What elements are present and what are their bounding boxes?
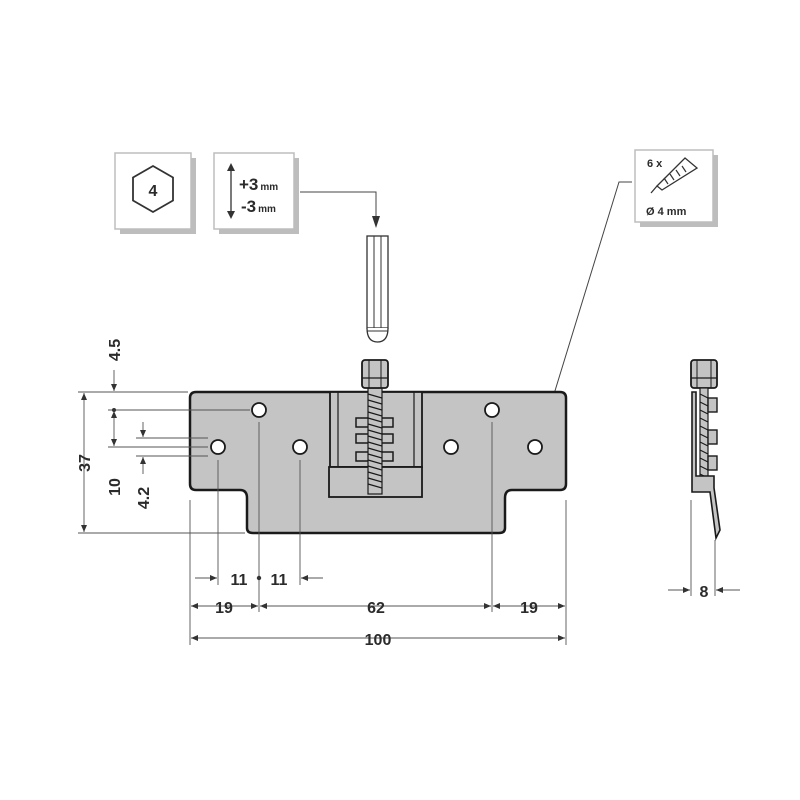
dim-edge-left: 19 (215, 600, 233, 617)
adjust-minus-value: -3 (241, 197, 256, 216)
hole-bottom-left-outer (210, 439, 226, 455)
hole-bottom-right-inner (443, 439, 459, 455)
hex-wrench-size: 4 (149, 183, 158, 200)
dim-offset-left: 11 (231, 572, 248, 589)
adjust-plus-unit: mm (260, 182, 278, 193)
dim-hole-row: 10 (107, 478, 124, 496)
dimension-labels: 100 19 62 19 11 11 37 4.5 10 4.2 8 (77, 339, 709, 649)
adjust-leader-line (300, 191, 377, 222)
dim-side-thickness: 8 (700, 584, 709, 601)
dim-height: 37 (77, 454, 94, 472)
screw-diameter: Ø 4 mm (646, 206, 687, 218)
mounting-plate (188, 359, 568, 535)
svg-text:+3mm: +3mm (239, 175, 278, 194)
screw-leader-line (538, 181, 632, 444)
dim-edge-right: 19 (520, 600, 538, 617)
screw-badge: 6 x Ø 4 mm (634, 149, 718, 227)
mounting-holes (210, 402, 543, 455)
screw-head (361, 359, 389, 389)
dim-top-offset: 4.5 (107, 339, 124, 361)
hex-key-tool (366, 235, 389, 343)
dim-hole-gap: 4.2 (136, 487, 153, 509)
hex-wrench-badge: 4 (114, 152, 196, 234)
hexagon-icon (132, 164, 174, 214)
adjustment-screw (361, 359, 389, 495)
screw-count: 6 x (647, 158, 663, 170)
side-view (690, 359, 721, 541)
dimension-lines (78, 370, 740, 645)
dim-hole-spacing: 62 (367, 600, 385, 617)
hole-top-right (484, 402, 500, 418)
vertical-arrow-icon (227, 163, 235, 219)
adjust-minus-unit: mm (258, 204, 276, 215)
screw-icon (650, 157, 699, 194)
hole-bottom-left-inner (292, 439, 308, 455)
hole-bottom-right-outer (527, 439, 543, 455)
hole-top-left (251, 402, 267, 418)
svg-text:-3mm: -3mm (241, 197, 276, 216)
dim-offset-right: 11 (271, 572, 288, 589)
dim-total-width: 100 (365, 632, 392, 649)
adjust-plus-value: +3 (239, 175, 258, 194)
